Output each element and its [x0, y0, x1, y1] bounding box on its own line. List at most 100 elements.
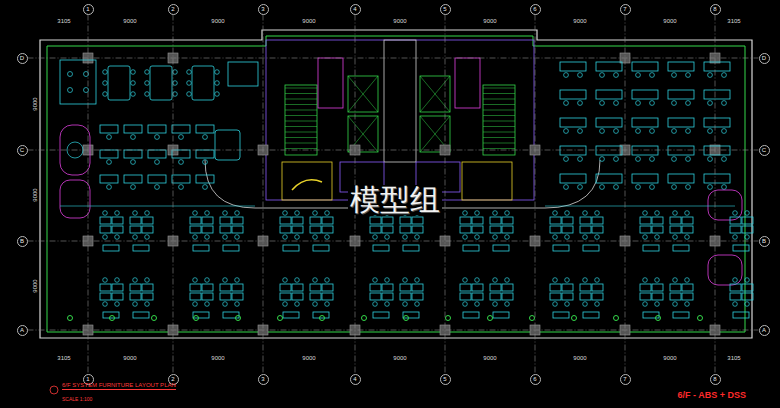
chair — [187, 92, 192, 97]
chair — [325, 211, 330, 216]
desk — [490, 284, 501, 291]
desk — [682, 217, 693, 224]
grid-label: 4 — [353, 376, 356, 382]
desk — [148, 125, 166, 133]
dimension: 9000 — [483, 18, 496, 24]
desk — [310, 226, 321, 233]
grid-bubble: D — [17, 53, 28, 64]
grid-label: A — [762, 327, 766, 333]
desk — [292, 293, 303, 300]
desk — [142, 284, 153, 291]
grid-label: 5 — [443, 6, 446, 12]
desk — [640, 293, 651, 300]
desk — [460, 226, 471, 233]
chair — [553, 278, 558, 283]
desk — [196, 125, 214, 133]
grid-line — [535, 15, 536, 374]
stair-tread — [285, 88, 317, 89]
chair — [107, 135, 112, 140]
desk — [652, 217, 663, 224]
chair — [68, 72, 73, 77]
stair-tread — [483, 137, 515, 138]
grid-label: B — [20, 238, 24, 244]
chair — [295, 278, 300, 283]
chair — [463, 302, 468, 307]
chair — [685, 211, 690, 216]
grid-label: 4 — [353, 6, 356, 12]
desk — [742, 284, 753, 291]
desk — [632, 146, 658, 155]
chair — [733, 278, 738, 283]
meeting-table — [108, 66, 130, 100]
desk — [400, 226, 411, 233]
grid-label: 7 — [623, 6, 626, 12]
grid-bubble: B — [17, 236, 28, 247]
grid-bubble: 3 — [258, 374, 269, 385]
desk — [560, 118, 586, 127]
desk — [596, 118, 622, 127]
desk — [460, 293, 471, 300]
chair — [686, 185, 691, 190]
chair — [614, 157, 619, 162]
desk — [742, 217, 753, 224]
grid-bubble: 6 — [530, 374, 541, 385]
stair-tread — [285, 148, 317, 149]
chair — [215, 81, 220, 86]
chair — [643, 235, 648, 240]
chair — [103, 70, 108, 75]
cabinet — [283, 312, 299, 318]
chair — [145, 302, 150, 307]
desk — [682, 226, 693, 233]
chair — [673, 235, 678, 240]
plant — [446, 316, 451, 321]
desk — [232, 284, 243, 291]
chair — [475, 235, 480, 240]
desk — [100, 150, 118, 158]
grid-label: B — [762, 238, 766, 244]
chair — [505, 278, 510, 283]
cabinet — [733, 312, 749, 318]
desk — [592, 284, 603, 291]
chair — [283, 278, 288, 283]
chair — [115, 278, 120, 283]
cabinet — [228, 62, 258, 86]
desk — [550, 226, 561, 233]
grid-line — [88, 15, 89, 374]
desk — [196, 175, 214, 183]
desk — [596, 62, 622, 71]
desk — [370, 284, 381, 291]
desk — [550, 217, 561, 224]
grid-label: 6 — [533, 376, 536, 382]
chair — [313, 278, 318, 283]
chair — [403, 302, 408, 307]
chair — [578, 185, 583, 190]
chair — [578, 129, 583, 134]
desk — [460, 284, 471, 291]
core-wall — [266, 40, 534, 200]
chair — [745, 278, 750, 283]
chair — [133, 211, 138, 216]
chair — [583, 302, 588, 307]
chair — [583, 278, 588, 283]
chair — [131, 160, 136, 165]
plant — [530, 316, 535, 321]
desk — [100, 175, 118, 183]
chair — [463, 278, 468, 283]
stair-tread — [483, 104, 515, 105]
chair — [325, 235, 330, 240]
desk — [668, 90, 694, 99]
desk — [472, 284, 483, 291]
desk — [196, 150, 214, 158]
chair — [686, 101, 691, 106]
drawing-title: 6/F SYSTEM FURNITURE LAYOUT PLAN — [62, 382, 176, 390]
chair — [283, 302, 288, 307]
chair — [672, 185, 677, 190]
chair — [722, 73, 727, 78]
grid-label: 6 — [533, 6, 536, 12]
chair — [708, 101, 713, 106]
grid-bubble: 5 — [440, 4, 451, 15]
chair — [564, 185, 569, 190]
chair — [103, 235, 108, 240]
desk — [682, 284, 693, 291]
dimension: 3105 — [57, 18, 70, 24]
